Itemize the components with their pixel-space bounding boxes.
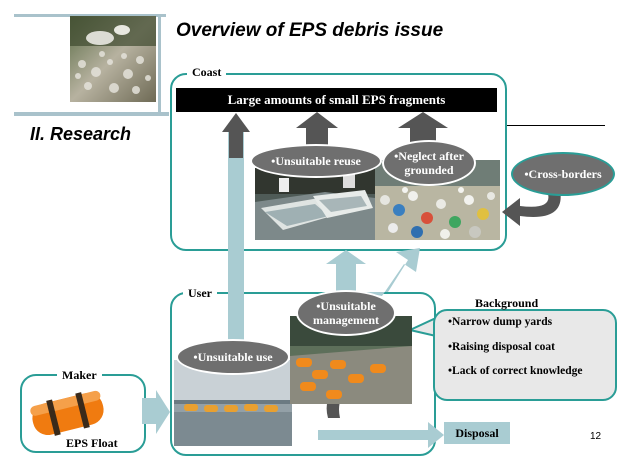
use-to-fragments-arrow xyxy=(222,113,250,355)
reuse-up-arrow xyxy=(296,112,338,146)
slide-title: Overview of EPS debris issue xyxy=(176,20,444,41)
neglect-after-grounded-oval: •Neglect after grounded xyxy=(382,140,476,186)
page-number: 12 xyxy=(590,431,602,442)
user-label: User xyxy=(183,286,217,301)
fragments-bar: Large amounts of small EPS fragments xyxy=(176,88,497,112)
section-heading: II. Research xyxy=(30,124,132,144)
background-item: •Raising disposal coat xyxy=(448,341,555,353)
maker-to-user-arrow xyxy=(142,390,170,434)
disposal-box: Disposal xyxy=(444,422,510,444)
management-to-coast-arrows xyxy=(326,248,420,296)
cross-border-arrow xyxy=(502,190,561,226)
maker-item-label: EPS Float xyxy=(66,436,118,450)
background-item: •Lack of correct knowledge xyxy=(448,365,583,377)
boats-photo xyxy=(255,168,375,240)
background-title: Background xyxy=(475,296,539,310)
left-accent-vbar xyxy=(158,14,161,114)
maker-label: Maker xyxy=(57,368,102,383)
background-callout xyxy=(433,309,617,401)
unsuitable-reuse-oval: •Unsuitable reuse xyxy=(250,144,382,178)
section-rule xyxy=(497,125,605,126)
cross-borders-oval: •Cross-borders xyxy=(511,152,615,196)
coast-label: Coast xyxy=(187,65,227,80)
user-to-disposal-arrow xyxy=(318,422,444,448)
section-accent-bar xyxy=(14,112,169,116)
debris-corner-photo xyxy=(70,16,156,102)
unsuitable-management-oval: •Unsuitable management xyxy=(296,290,396,336)
eps-float-icon xyxy=(26,388,110,440)
background-item: •Narrow dump yards xyxy=(448,316,553,328)
unsuitable-use-oval: •Unsuitable use xyxy=(176,339,290,375)
top-accent-bar xyxy=(14,14,166,17)
